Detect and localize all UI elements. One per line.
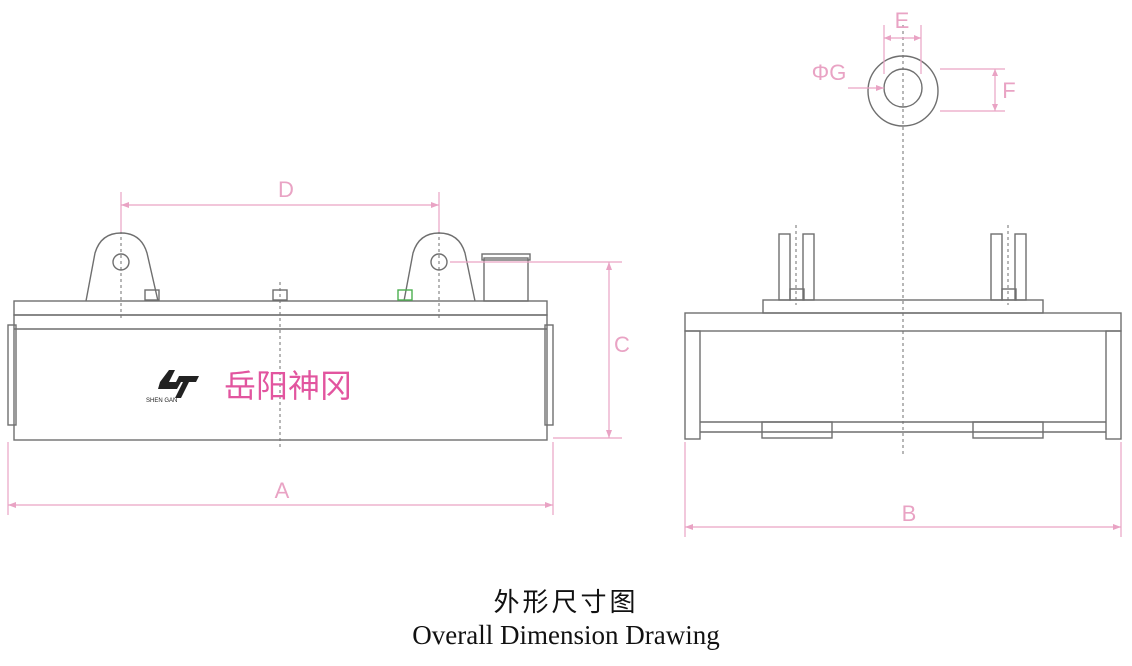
caption-cn: 外形尺寸图 — [493, 588, 639, 618]
junction-box — [483, 257, 529, 302]
bolt-front-1 — [144, 289, 160, 301]
side-flange-right — [544, 324, 554, 426]
dim-label-c: C — [614, 332, 630, 357]
dimension-lines — [7, 25, 1122, 537]
side-bolt-left — [789, 288, 805, 301]
dim-label-d: D — [278, 177, 294, 202]
logo-small-text: SHEN GAN — [146, 398, 177, 404]
side-bolt-right — [1001, 288, 1017, 301]
dim-label-b: B — [902, 501, 917, 526]
dimension-labels: D C A B E F ΦG — [275, 8, 1016, 526]
shengan-logo-icon: SHEN GAN — [146, 370, 199, 404]
junction-box-lid — [481, 253, 531, 261]
pole-shoe-right — [972, 421, 1044, 439]
dim-label-f: F — [1002, 78, 1015, 103]
dim-label-e: E — [895, 8, 910, 33]
lifting-lug-left — [85, 232, 159, 302]
side-lug-left-a — [778, 233, 791, 301]
side-post-right — [1105, 330, 1122, 440]
pole-shoe-left — [761, 421, 833, 439]
caption-en: Overall Dimension Drawing — [412, 620, 720, 650]
brand-name-cn: 岳阳神冈 — [224, 367, 352, 405]
dim-label-a: A — [275, 478, 290, 503]
side-post-left — [684, 330, 701, 440]
side-lug-right-a — [990, 233, 1003, 301]
bolt-front-3 — [397, 289, 413, 301]
dimension-arrows — [8, 35, 1121, 530]
side-center-lines — [795, 25, 1009, 455]
front-center-lines — [120, 225, 440, 450]
side-flange-left — [7, 324, 17, 426]
dim-label-g: ΦG — [812, 60, 847, 85]
